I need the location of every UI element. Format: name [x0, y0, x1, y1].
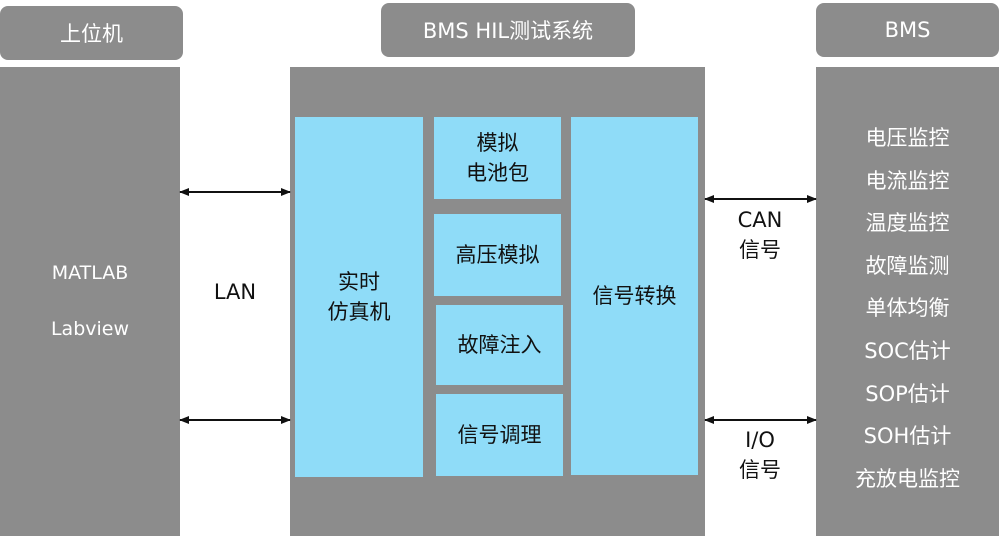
labview-label: Labview	[50, 318, 130, 340]
can-signal-label: CAN 信号	[720, 205, 800, 265]
bms-function-item: SOH估计	[863, 424, 952, 449]
bms-function-item: 电流监控	[865, 168, 950, 193]
bms-function-list: 电压监控 电流监控 温度监控 故障监测 单体均衡 SOC估计 SOP估计 SOH…	[816, 117, 999, 500]
fault-injection-label: 故障注入	[457, 333, 542, 357]
bms-function-item: 单体均衡	[865, 296, 950, 321]
realtime-line-2: 仿真机	[327, 300, 391, 324]
bms-panel	[816, 67, 999, 536]
bms-function-item: 电压监控	[865, 126, 950, 150]
matlab-label: MATLAB	[51, 262, 129, 284]
can-label: CAN	[737, 208, 783, 232]
fault-injection-block: 故障注入	[436, 305, 563, 385]
signal-conversion-label: 信号转换	[592, 284, 677, 308]
bms-function-item: 故障监测	[865, 253, 950, 278]
high-voltage-label: 高压模拟	[455, 243, 540, 267]
lan-label: LAN	[213, 280, 257, 304]
io-signal-label: I/O 信号	[720, 425, 800, 485]
battery-line-2: 电池包	[466, 161, 529, 185]
signal-conditioning-label: 信号调理	[457, 423, 542, 447]
bms-header: BMS	[816, 3, 999, 57]
can-signal-text: 信号	[739, 238, 781, 262]
high-voltage-block: 高压模拟	[434, 214, 561, 296]
hil-header: BMS HIL测试系统	[381, 3, 635, 57]
battery-line-1: 模拟	[476, 131, 519, 155]
io-label: I/O	[745, 428, 775, 452]
realtime-line-1: 实时	[338, 270, 380, 294]
battery-pack-block: 模拟 电池包	[434, 117, 561, 199]
io-signal-text: 信号	[739, 458, 781, 482]
bms-function-item: SOC估计	[864, 338, 951, 363]
host-panel	[0, 67, 180, 536]
bms-function-item: 温度监控	[865, 211, 950, 236]
signal-conversion-block: 信号转换	[571, 117, 698, 475]
host-header: 上位机	[0, 6, 183, 60]
bms-function-item: SOP估计	[865, 381, 950, 406]
bms-function-item: 充放电监控	[855, 466, 960, 491]
signal-conditioning-block: 信号调理	[436, 394, 563, 476]
realtime-simulator-block: 实时 仿真机	[295, 117, 423, 477]
